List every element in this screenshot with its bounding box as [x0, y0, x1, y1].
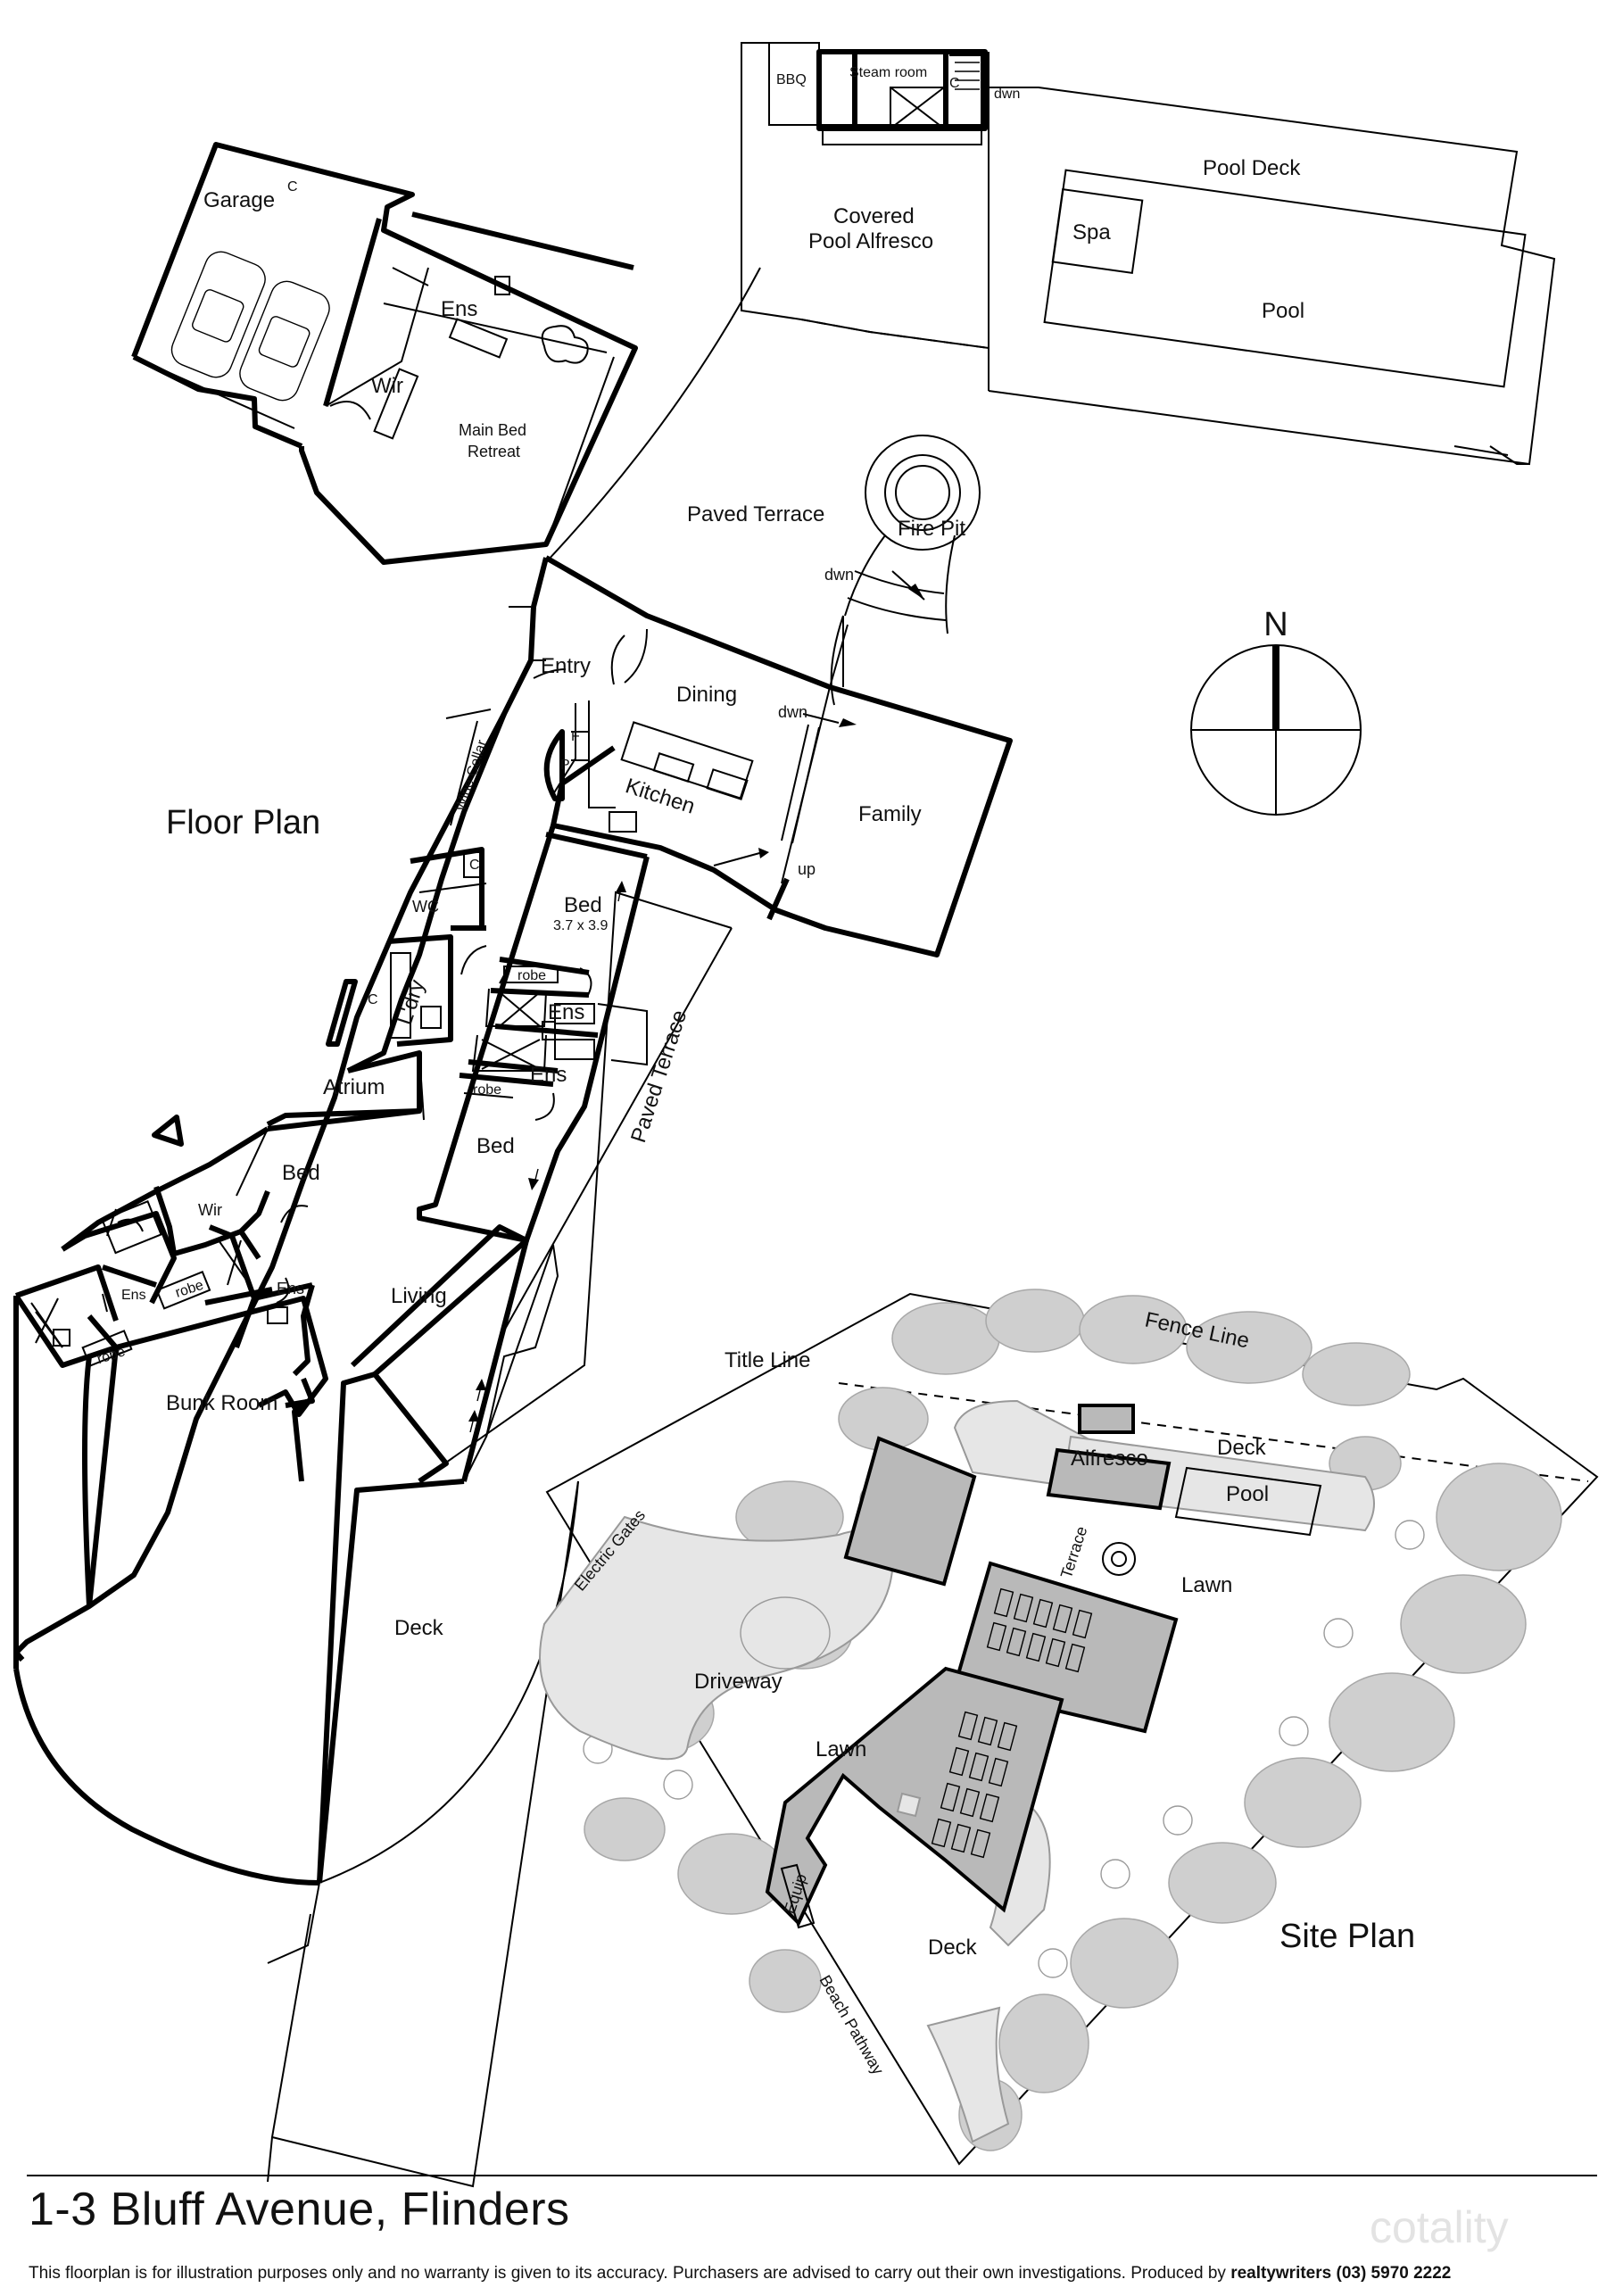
- label-bbq: BBQ: [776, 72, 807, 87]
- site-skylights: [931, 1587, 1093, 1859]
- label-kitchen-f: F: [571, 729, 580, 744]
- steam-room-block: [768, 42, 988, 145]
- label-paved-terrace-side: Paved Terrace: [626, 1007, 691, 1146]
- site-label-lawn-right: Lawn: [1181, 1573, 1232, 1597]
- label-paved-terrace-top: Paved Terrace: [687, 502, 824, 526]
- label-pool-alfresco: Pool Alfresco: [808, 229, 933, 253]
- site-label-terrace: Terrace: [1057, 1524, 1091, 1580]
- garage-wing-walls: [131, 142, 638, 565]
- label-ens-1: Ens: [548, 1000, 584, 1024]
- label-wine-cellar: Wine Cellar: [453, 738, 491, 814]
- label-main-ens: Ens: [441, 297, 477, 321]
- label-ens-3b: Ens: [277, 1280, 304, 1297]
- pool-area: [741, 42, 1556, 466]
- site-boundary: [545, 1292, 1599, 2166]
- label-dining-dwn: dwn: [778, 703, 807, 721]
- label-main-bed-1: Main Bed: [459, 421, 526, 439]
- floor-plan-title: Floor Plan: [166, 804, 320, 841]
- site-label-deck-top: Deck: [1217, 1436, 1267, 1460]
- living-block-walls: [13, 555, 1013, 1662]
- label-ens-2: Ens: [530, 1063, 567, 1087]
- label-robe-3b: robe: [95, 1344, 128, 1367]
- site-label-deck-bottom: Deck: [928, 1935, 978, 1960]
- site-label-pool: Pool: [1226, 1482, 1269, 1506]
- label-spa: Spa: [1072, 220, 1111, 245]
- main-ensuite-fixtures: [448, 276, 589, 364]
- label-steam-room: Steam room: [849, 65, 927, 80]
- label-garage: Garage: [203, 188, 275, 212]
- label-steam-dwn: dwn: [994, 87, 1020, 102]
- label-covered: Covered: [833, 204, 915, 228]
- label-living: Living: [391, 1284, 447, 1308]
- label-wc-c: C: [469, 858, 480, 873]
- site-plan-title: Site Plan: [1279, 1918, 1415, 1955]
- disclaimer-text: This floorplan is for illustration purpo…: [29, 2264, 1226, 2283]
- label-bed-1-size: 3.7 x 3.9: [553, 918, 608, 933]
- north-compass: N: [1190, 606, 1362, 816]
- label-bed-1: Bed: [564, 893, 602, 917]
- watermark-logo: cotality: [1370, 2202, 1509, 2252]
- label-family: Family: [858, 802, 922, 826]
- living-and-deck: [267, 891, 733, 2188]
- site-label-alfresco: Alfresco: [1071, 1446, 1148, 1471]
- west-wing-walls: [266, 709, 507, 1131]
- label-wc: WC: [412, 898, 439, 916]
- terrace-edges: [545, 267, 844, 706]
- label-pool: Pool: [1262, 299, 1304, 323]
- label-entry: Entry: [541, 654, 591, 678]
- site-label-title-line: Title Line: [725, 1348, 811, 1372]
- disclaimer: This floorplan is for illustration purpo…: [29, 2264, 1451, 2284]
- footer-divider: [27, 2175, 1597, 2176]
- site-label-lawn-left: Lawn: [816, 1737, 866, 1761]
- label-family-up: up: [798, 860, 816, 878]
- label-garage-c: C: [287, 179, 298, 195]
- label-steam-c: C: [949, 76, 960, 91]
- fire-pit: [844, 435, 981, 634]
- label-bed-2: Bed: [476, 1134, 515, 1158]
- site-plan: Site Plan Fence Line Title Line Alfresco…: [539, 1289, 1599, 2166]
- label-robe-2: robe: [473, 1082, 501, 1098]
- label-deck: Deck: [394, 1616, 444, 1640]
- label-laundry-c: C: [368, 992, 378, 1007]
- label-atrium: Atrium: [323, 1075, 385, 1099]
- label-ens-3a: Ens: [121, 1288, 146, 1303]
- label-laundry: L'dry: [393, 977, 430, 1028]
- site-vegetation: [583, 1289, 1562, 2151]
- label-main-bed-2: Retreat: [468, 443, 520, 460]
- title-line: [838, 1382, 1589, 1482]
- label-pool-deck: Pool Deck: [1203, 156, 1301, 180]
- southwest-bedrooms-walls: [12, 1115, 528, 1886]
- label-kitchen-p: P: [560, 758, 570, 773]
- east-bedrooms-walls: [417, 825, 650, 1247]
- label-bed-3: Bed: [282, 1161, 320, 1185]
- property-address: 1-3 Bluff Avenue, Flinders: [29, 2184, 570, 2235]
- site-label-driveway: Driveway: [694, 1670, 783, 1694]
- label-main-wir: Wir: [371, 374, 403, 398]
- label-bunk-room: Bunk Room: [166, 1391, 277, 1415]
- label-robe-1: robe: [518, 968, 546, 983]
- label-fire-pit-dwn: dwn: [824, 566, 854, 584]
- garage-cars: [170, 251, 330, 402]
- label-fire-pit: Fire Pit: [898, 517, 965, 541]
- producer-credit: realtywriters (03) 5970 2222: [1230, 2264, 1452, 2283]
- label-wir-3: Wir: [198, 1201, 222, 1219]
- compass-north-label: N: [1263, 606, 1288, 643]
- label-dining: Dining: [676, 683, 737, 707]
